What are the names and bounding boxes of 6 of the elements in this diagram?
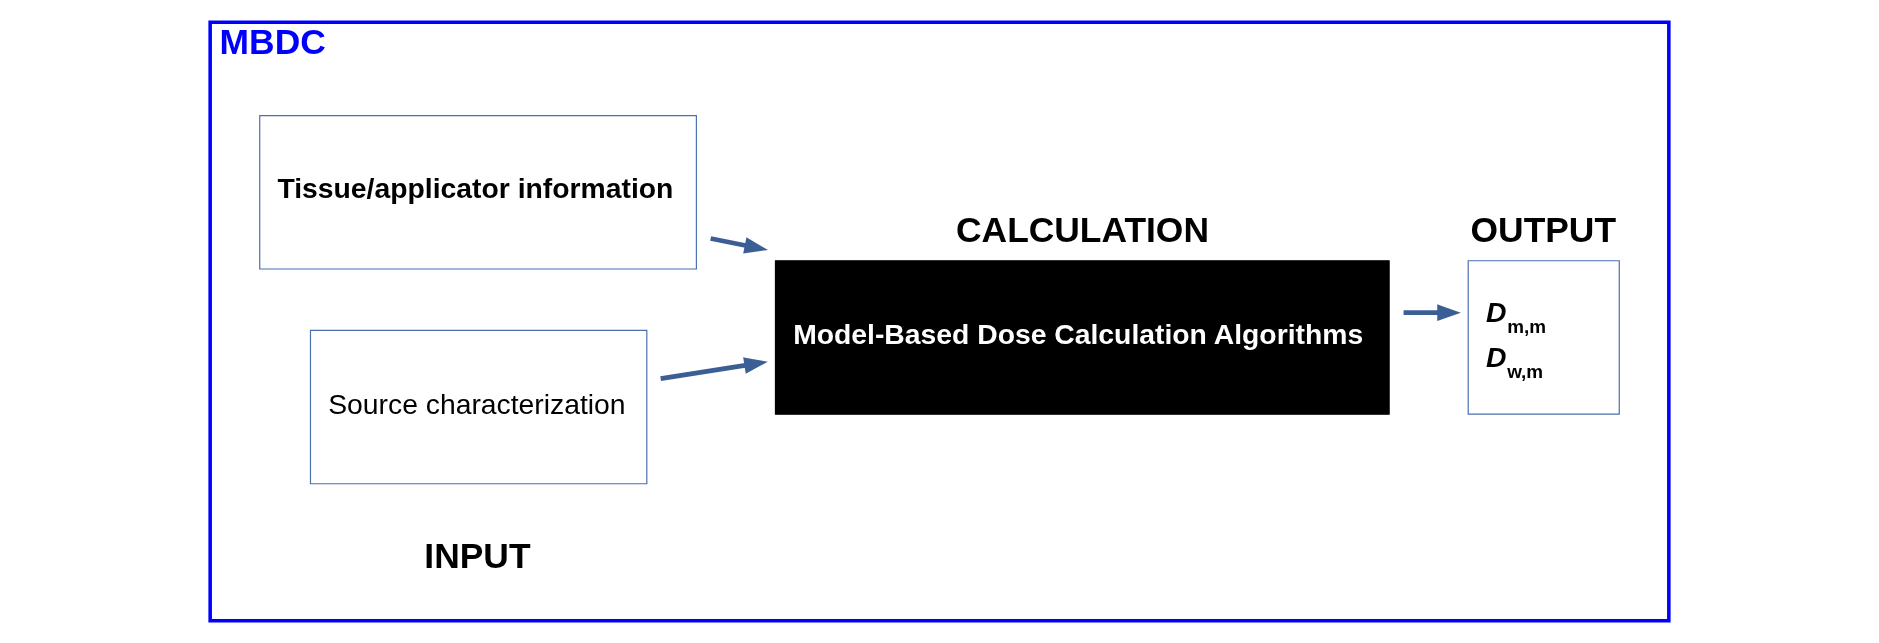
arrow bbox=[660, 357, 768, 381]
arrow bbox=[710, 236, 769, 254]
arrow bbox=[1403, 304, 1461, 321]
node-label: OUTPUT bbox=[1470, 209, 1617, 250]
node-label: CALCULATION bbox=[956, 209, 1209, 250]
label: INPUT bbox=[424, 536, 531, 577]
